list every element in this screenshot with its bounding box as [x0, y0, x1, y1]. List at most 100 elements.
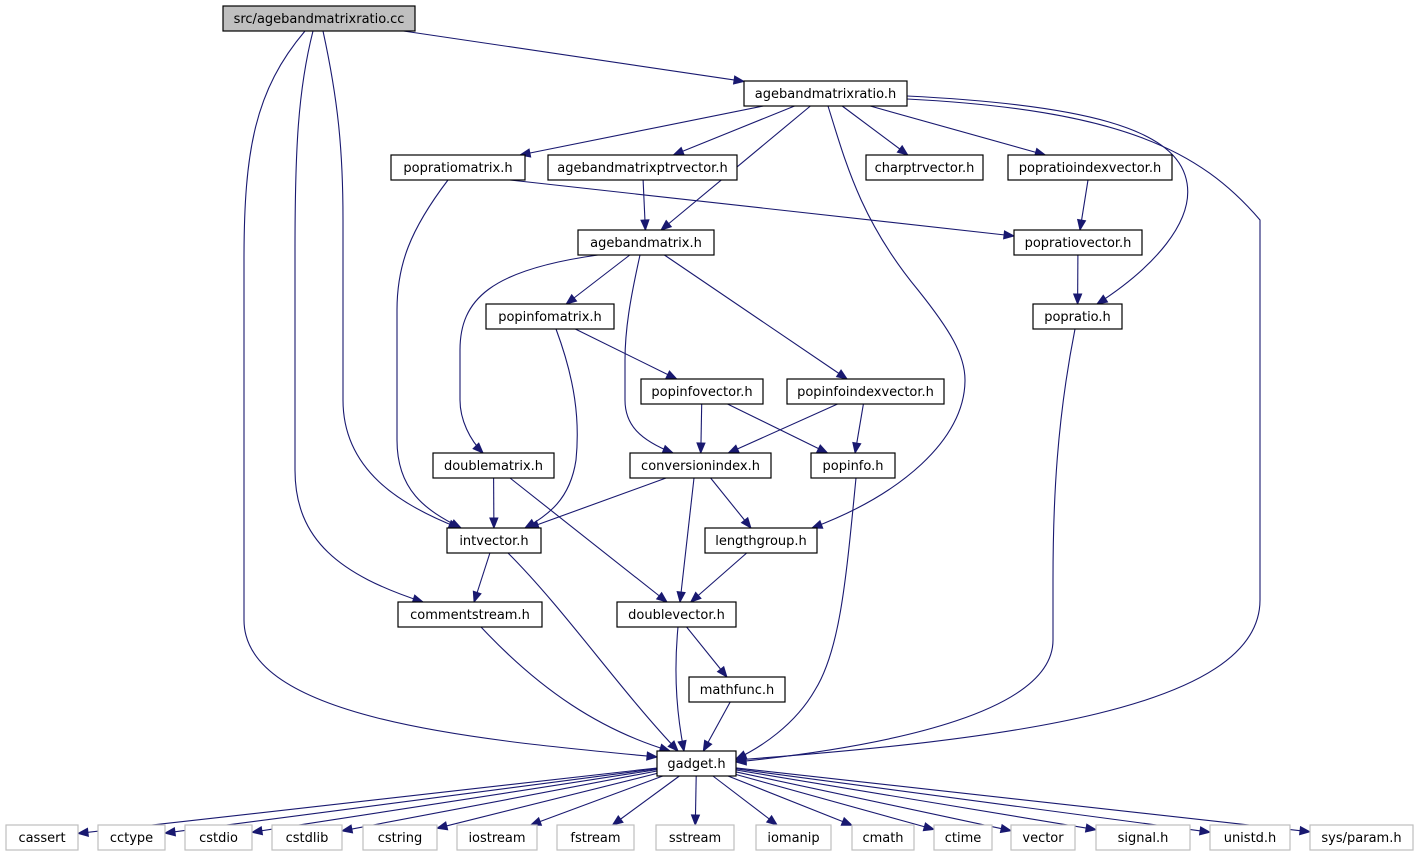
node-box: [390, 154, 526, 181]
node-iostream: iostream: [456, 824, 538, 851]
node-box: [97, 824, 166, 851]
node-popinfo-h[interactable]: popinfo.h: [810, 452, 896, 479]
node-conversionindex-h[interactable]: conversionindex.h: [629, 452, 772, 479]
edge-line: [710, 477, 752, 529]
arrowhead: [661, 444, 675, 454]
edge-gadget_h-to-iomanip: [712, 775, 779, 826]
edge-line: [509, 477, 668, 603]
arrowhead: [472, 442, 484, 454]
node-popratioindexvector-h[interactable]: popratioindexvector.h: [1007, 154, 1173, 181]
node-gadget-h[interactable]: gadget.h: [656, 750, 737, 777]
arrowhead: [672, 146, 685, 156]
edge-mathfunc_h-to-gadget_h: [702, 701, 731, 753]
arrowhead: [734, 750, 748, 760]
node-popratiovector-h[interactable]: popratiovector.h: [1013, 229, 1143, 256]
node-sys-param-h: sys/param.h: [1309, 824, 1414, 851]
node-box: [1209, 824, 1291, 851]
edge-line: [690, 552, 748, 603]
node-popratiomatrix-h[interactable]: popratiomatrix.h: [390, 154, 526, 181]
node-box: [655, 824, 735, 851]
node-label: cstdlib: [286, 831, 329, 846]
arrowhead: [677, 739, 687, 753]
edge-gadget_h-to-unistd_h: [735, 768, 1212, 836]
node-box: [432, 452, 555, 479]
edge-line: [77, 767, 658, 834]
edge-line: [727, 403, 828, 454]
edge-gadget_h-to-signal_h: [735, 769, 1098, 833]
node-label: mathfunc.h: [700, 683, 775, 698]
arrowhead: [740, 516, 752, 530]
arrowhead: [1003, 230, 1016, 240]
arrowhead: [696, 442, 706, 455]
edge-gadget_h-to-ctime: [735, 773, 936, 832]
node-label: popratioindexvector.h: [1019, 161, 1161, 176]
edge-agebandmatrixratio_h-to-charptrvector_h: [841, 105, 909, 156]
node-box: [577, 229, 715, 256]
node-intvector-h[interactable]: intvector.h: [446, 527, 542, 554]
arrowhead: [896, 144, 909, 156]
node-label: cassert: [18, 831, 65, 846]
edge-doublematrix_h-to-doublevector_h: [509, 477, 669, 603]
edge-line: [294, 30, 424, 603]
node-agebandmatrixptrvector-h[interactable]: agebandmatrixptrvector.h: [547, 154, 738, 181]
node-agebandmatrix-h[interactable]: agebandmatrix.h: [577, 229, 715, 256]
node-agebandmatrixratio-h[interactable]: agebandmatrixratio.h: [743, 80, 908, 107]
edge-agebandmatrixptrvector_h-to-agebandmatrix_h: [640, 179, 650, 232]
node-label: doublevector.h: [628, 608, 725, 623]
edge-conversionindex_h-to-doublevector_h: [676, 477, 695, 604]
arrowhead: [999, 823, 1013, 834]
edge-conversionindex_h-to-lengthgroup_h: [710, 477, 752, 530]
edge-conversionindex_h-to-intvector_h: [527, 477, 667, 529]
edge-line: [870, 105, 1046, 156]
node-mathfunc-h[interactable]: mathfunc.h: [688, 676, 786, 703]
node-popinfoindexvector-h[interactable]: popinfoindexvector.h: [786, 378, 945, 405]
node-doublematrix-h[interactable]: doublematrix.h: [432, 452, 555, 479]
node-box: [1032, 303, 1123, 330]
arrowhead: [250, 826, 264, 836]
node-commentstream-h[interactable]: commentstream.h: [397, 601, 543, 628]
edge-line: [436, 772, 658, 829]
node-label: charptrvector.h: [875, 161, 975, 176]
arrowhead: [667, 740, 679, 752]
edge-lengthgroup_h-to-doublevector_h: [689, 552, 748, 603]
edge-line: [735, 771, 1012, 832]
node-ctime: ctime: [933, 824, 993, 851]
arrowhead: [529, 816, 543, 826]
arrowhead: [702, 739, 713, 753]
arrowhead: [640, 219, 650, 232]
node-label: popratiovector.h: [1025, 236, 1132, 251]
node-cstdio: cstdio: [184, 824, 253, 851]
edge-intvector_h-to-commentstream_h: [472, 552, 491, 604]
node-cctype: cctype: [97, 824, 166, 851]
node-popratio-h[interactable]: popratio.h: [1032, 303, 1123, 330]
arrowhead: [565, 293, 578, 305]
node-charptrvector-h[interactable]: charptrvector.h: [865, 154, 984, 181]
edge-popinfovector_h-to-conversionindex_h: [696, 403, 706, 455]
node-label: sstream: [669, 831, 721, 846]
edge-line: [727, 775, 853, 826]
edge-line: [164, 768, 658, 834]
edge-gadget_h-to-cstdio: [250, 769, 658, 836]
edge-gadget_h-to-iostream: [529, 775, 663, 826]
edge-line: [686, 626, 728, 678]
edge-line: [735, 773, 935, 830]
arrowhead: [435, 821, 449, 831]
arrowhead: [611, 814, 624, 826]
node-box: [397, 601, 543, 628]
edge-line: [811, 105, 966, 529]
edge-line: [673, 105, 795, 156]
edge-popinfovector_h-to-popinfo_h: [727, 403, 829, 454]
node-root[interactable]: src/agebandmatrixratio.cc: [222, 5, 416, 32]
node-box: [810, 452, 896, 479]
node-doublevector-h[interactable]: doublevector.h: [616, 601, 737, 628]
edge-line: [480, 626, 671, 752]
node-lengthgroup-h[interactable]: lengthgroup.h: [704, 527, 818, 554]
arrowhead: [1076, 218, 1087, 232]
edge-gadget_h-to-cmath: [727, 775, 854, 826]
edge-agebandmatrixratio_h-to-popratiomatrix_h: [518, 105, 764, 158]
node-popinfomatrix-h[interactable]: popinfomatrix.h: [485, 303, 615, 330]
edge-line: [735, 328, 1076, 763]
arrowhead: [765, 814, 779, 826]
arrowhead: [655, 591, 669, 603]
node-popinfovector-h[interactable]: popinfovector.h: [640, 378, 764, 405]
